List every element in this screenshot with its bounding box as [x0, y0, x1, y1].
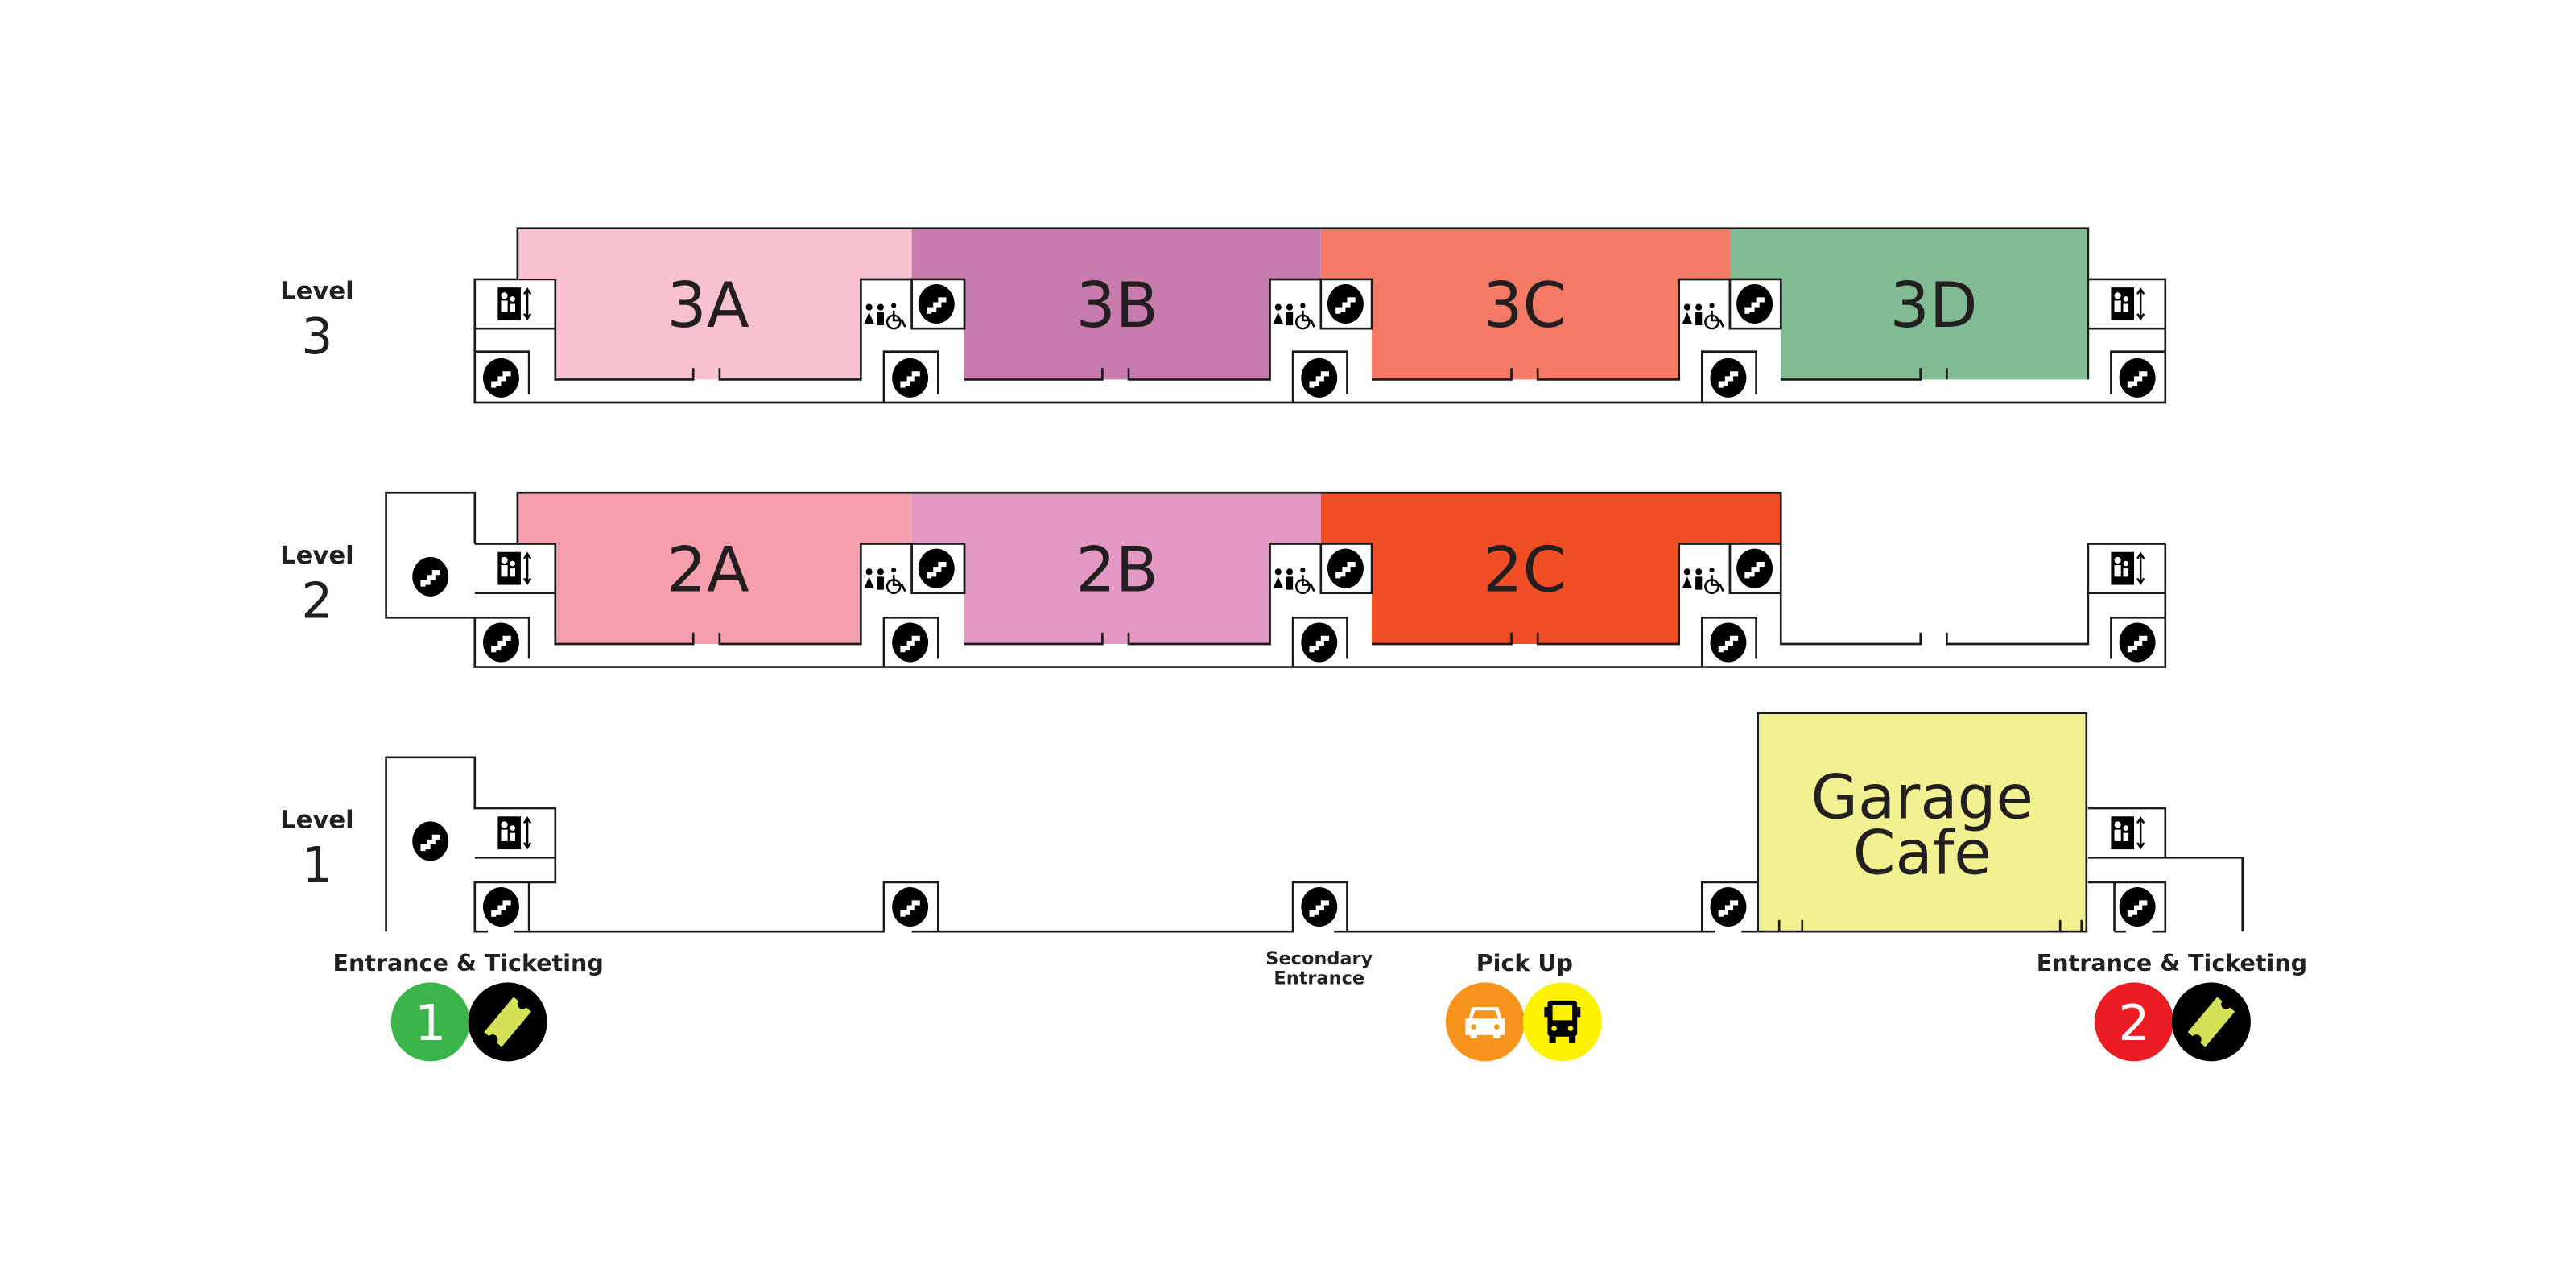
- stairs-icon: [2119, 622, 2156, 663]
- restroom-icon: [1681, 566, 1725, 595]
- level-number: 1: [301, 837, 332, 894]
- gallery-2c[interactable]: 2C: [1483, 535, 1566, 607]
- stairs-icon: [1301, 357, 1338, 398]
- stairs-icon: [1710, 887, 1747, 927]
- stairs-icon: [892, 357, 929, 398]
- cafe-name-line1: Garage: [1811, 762, 2033, 832]
- entrance-1-label: Entrance & Ticketing: [332, 949, 603, 976]
- level-word: Level: [280, 807, 353, 835]
- stairs-icon: [412, 556, 449, 597]
- entrance-2-badge: [2095, 982, 2174, 1062]
- stairs-icon: [412, 821, 449, 861]
- car-icon: [1465, 1007, 1505, 1038]
- gallery-2b-area[interactable]: [911, 493, 1321, 644]
- restroom-icon: [863, 566, 906, 595]
- stairs-icon: [1710, 357, 1747, 398]
- level-2-floor: 2A 2B 2C: [385, 491, 2167, 668]
- bus-icon: [1544, 1000, 1581, 1043]
- stairs-icon: [918, 548, 955, 588]
- stairs-icon: [2119, 887, 2156, 927]
- gallery-3a-area[interactable]: [517, 228, 912, 380]
- entrance-1-number: 1: [415, 995, 446, 1052]
- level-3-floor: 3A 3B 3C 3D: [473, 227, 2167, 404]
- level-2-label: Level 2: [280, 542, 353, 630]
- gallery-3c[interactable]: 3C: [1483, 270, 1566, 342]
- entrance-2[interactable]: Entrance & Ticketing 2: [2037, 949, 2307, 1062]
- level-word: Level: [280, 277, 353, 305]
- secondary-entrance-line1: Secondary: [1265, 948, 1373, 969]
- stairs-icon: [483, 887, 519, 927]
- level-number: 3: [301, 308, 332, 365]
- stairs-icon: [892, 887, 929, 927]
- stairs-icon: [483, 357, 519, 398]
- secondary-entrance-line2: Entrance: [1274, 968, 1364, 989]
- gallery-3c-area[interactable]: [1320, 228, 1730, 380]
- restroom-icon: [1272, 302, 1315, 330]
- level-3-label: Level 3: [280, 277, 353, 365]
- elevator-icon: [497, 286, 532, 322]
- gallery-2a-area[interactable]: [517, 493, 912, 644]
- elevator-icon: [2110, 286, 2145, 322]
- gallery-3a[interactable]: 3A: [667, 270, 749, 342]
- restroom-icon: [863, 302, 906, 330]
- ticket-icon: [2187, 997, 2235, 1047]
- cafe-name-line2: Cafe: [1853, 818, 1992, 889]
- elevator-icon: [497, 551, 532, 586]
- elevator-icon: [2110, 815, 2145, 851]
- stairs-icon: [1301, 622, 1338, 663]
- stairs-icon: [1736, 548, 1773, 588]
- gallery-3b[interactable]: 3B: [1075, 270, 1158, 342]
- stairs-icon: [1327, 284, 1364, 324]
- stairs-icon: [918, 284, 955, 324]
- elevator-icon: [497, 815, 532, 851]
- elevator-icon: [2110, 551, 2145, 586]
- stairs-icon: [1301, 887, 1338, 927]
- level-number: 2: [301, 572, 332, 630]
- stairs-icon: [892, 622, 929, 663]
- ticket-icon: [484, 997, 531, 1047]
- gallery-3d[interactable]: 3D: [1890, 270, 1978, 342]
- restroom-icon: [1272, 566, 1315, 595]
- pickup-label: Pick Up: [1476, 949, 1573, 976]
- stairs-icon: [1736, 284, 1773, 324]
- restroom-icon: [1681, 302, 1725, 330]
- garage-cafe-area[interactable]: [1757, 712, 2088, 933]
- entrance-2-label: Entrance & Ticketing: [2037, 949, 2307, 976]
- secondary-entrance[interactable]: Secondary Entrance: [1265, 948, 1373, 989]
- pickup[interactable]: Pick Up: [1445, 949, 1602, 1062]
- level-1-label: Level 1: [280, 807, 353, 894]
- gallery-2a[interactable]: 2A: [667, 535, 749, 607]
- gallery-2c-area[interactable]: [1320, 493, 1781, 644]
- entrance-2-number: 2: [2119, 995, 2150, 1052]
- entrance-1-badge: [390, 982, 470, 1062]
- stairs-icon: [1710, 622, 1747, 663]
- stairs-icon: [2119, 357, 2156, 398]
- stairs-icon: [483, 622, 519, 663]
- entrance-1[interactable]: Entrance & Ticketing 1: [332, 949, 604, 1062]
- level-1-floor: Garage Cafe: [385, 712, 2244, 933]
- gallery-3b-area[interactable]: [911, 228, 1321, 380]
- level-word: Level: [280, 542, 353, 570]
- stairs-icon: [1327, 548, 1364, 588]
- gallery-3d-area[interactable]: [1729, 228, 2088, 380]
- gallery-2b[interactable]: 2B: [1075, 535, 1158, 607]
